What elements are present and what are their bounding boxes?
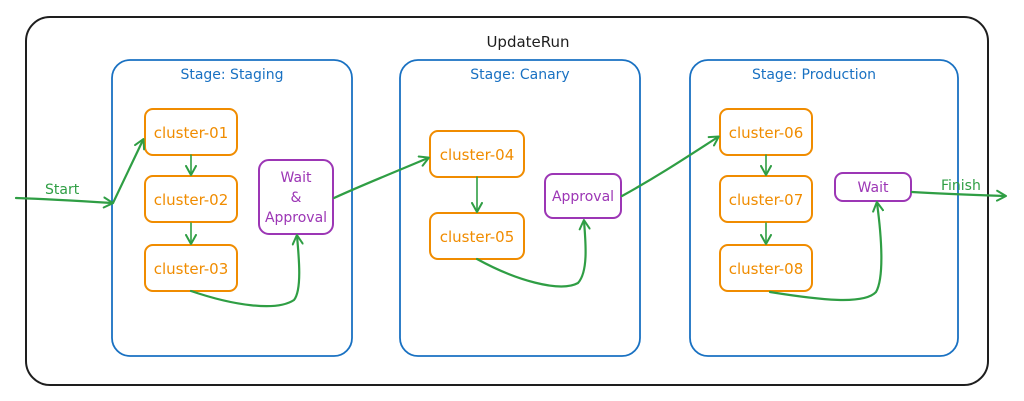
arrow-start-to-cluster-01 <box>111 138 146 205</box>
cluster-node-02 <box>144 175 238 223</box>
arrow-cluster-03-to-gate <box>189 234 304 308</box>
stage-canary <box>399 59 641 357</box>
finish-label: Finish <box>941 178 981 194</box>
gate-line-approval: Approval <box>265 210 327 226</box>
arrow-staging-to-canary <box>332 155 430 200</box>
cluster-label-07: cluster-07 <box>729 191 804 209</box>
start-label: Start <box>45 182 80 198</box>
start-arrow <box>14 196 114 209</box>
cluster-label-04: cluster-04 <box>440 146 515 164</box>
gate-line-and: & <box>291 190 302 206</box>
stage-production <box>689 59 959 357</box>
arrow-cluster-08-to-gate <box>768 201 885 302</box>
diagram-title: UpdateRun <box>486 33 569 51</box>
cluster-label-05: cluster-05 <box>440 228 515 246</box>
arrow-canary-to-production <box>620 135 720 198</box>
update-run-frame <box>25 16 989 386</box>
arrow-cluster-05-to-gate <box>475 219 591 288</box>
cluster-label-01: cluster-01 <box>154 124 229 142</box>
finish-arrow <box>910 189 1007 202</box>
cluster-label-08: cluster-08 <box>729 260 804 278</box>
gate-wait-label: Wait <box>858 180 889 196</box>
gate-line-wait: Wait <box>281 170 312 186</box>
cluster-node-08 <box>719 244 813 292</box>
stage-staging-label: Stage: Staging <box>180 67 283 83</box>
stage-production-label: Stage: Production <box>752 67 876 83</box>
gate-wait <box>834 172 912 202</box>
cluster-label-02: cluster-02 <box>154 191 229 209</box>
gate-wait-approval <box>258 159 334 235</box>
gate-approval-label: Approval <box>552 189 614 205</box>
cluster-label-06: cluster-06 <box>729 124 804 142</box>
cluster-label-03: cluster-03 <box>154 260 229 278</box>
cluster-node-07 <box>719 175 813 223</box>
stage-canary-label: Stage: Canary <box>470 67 569 83</box>
